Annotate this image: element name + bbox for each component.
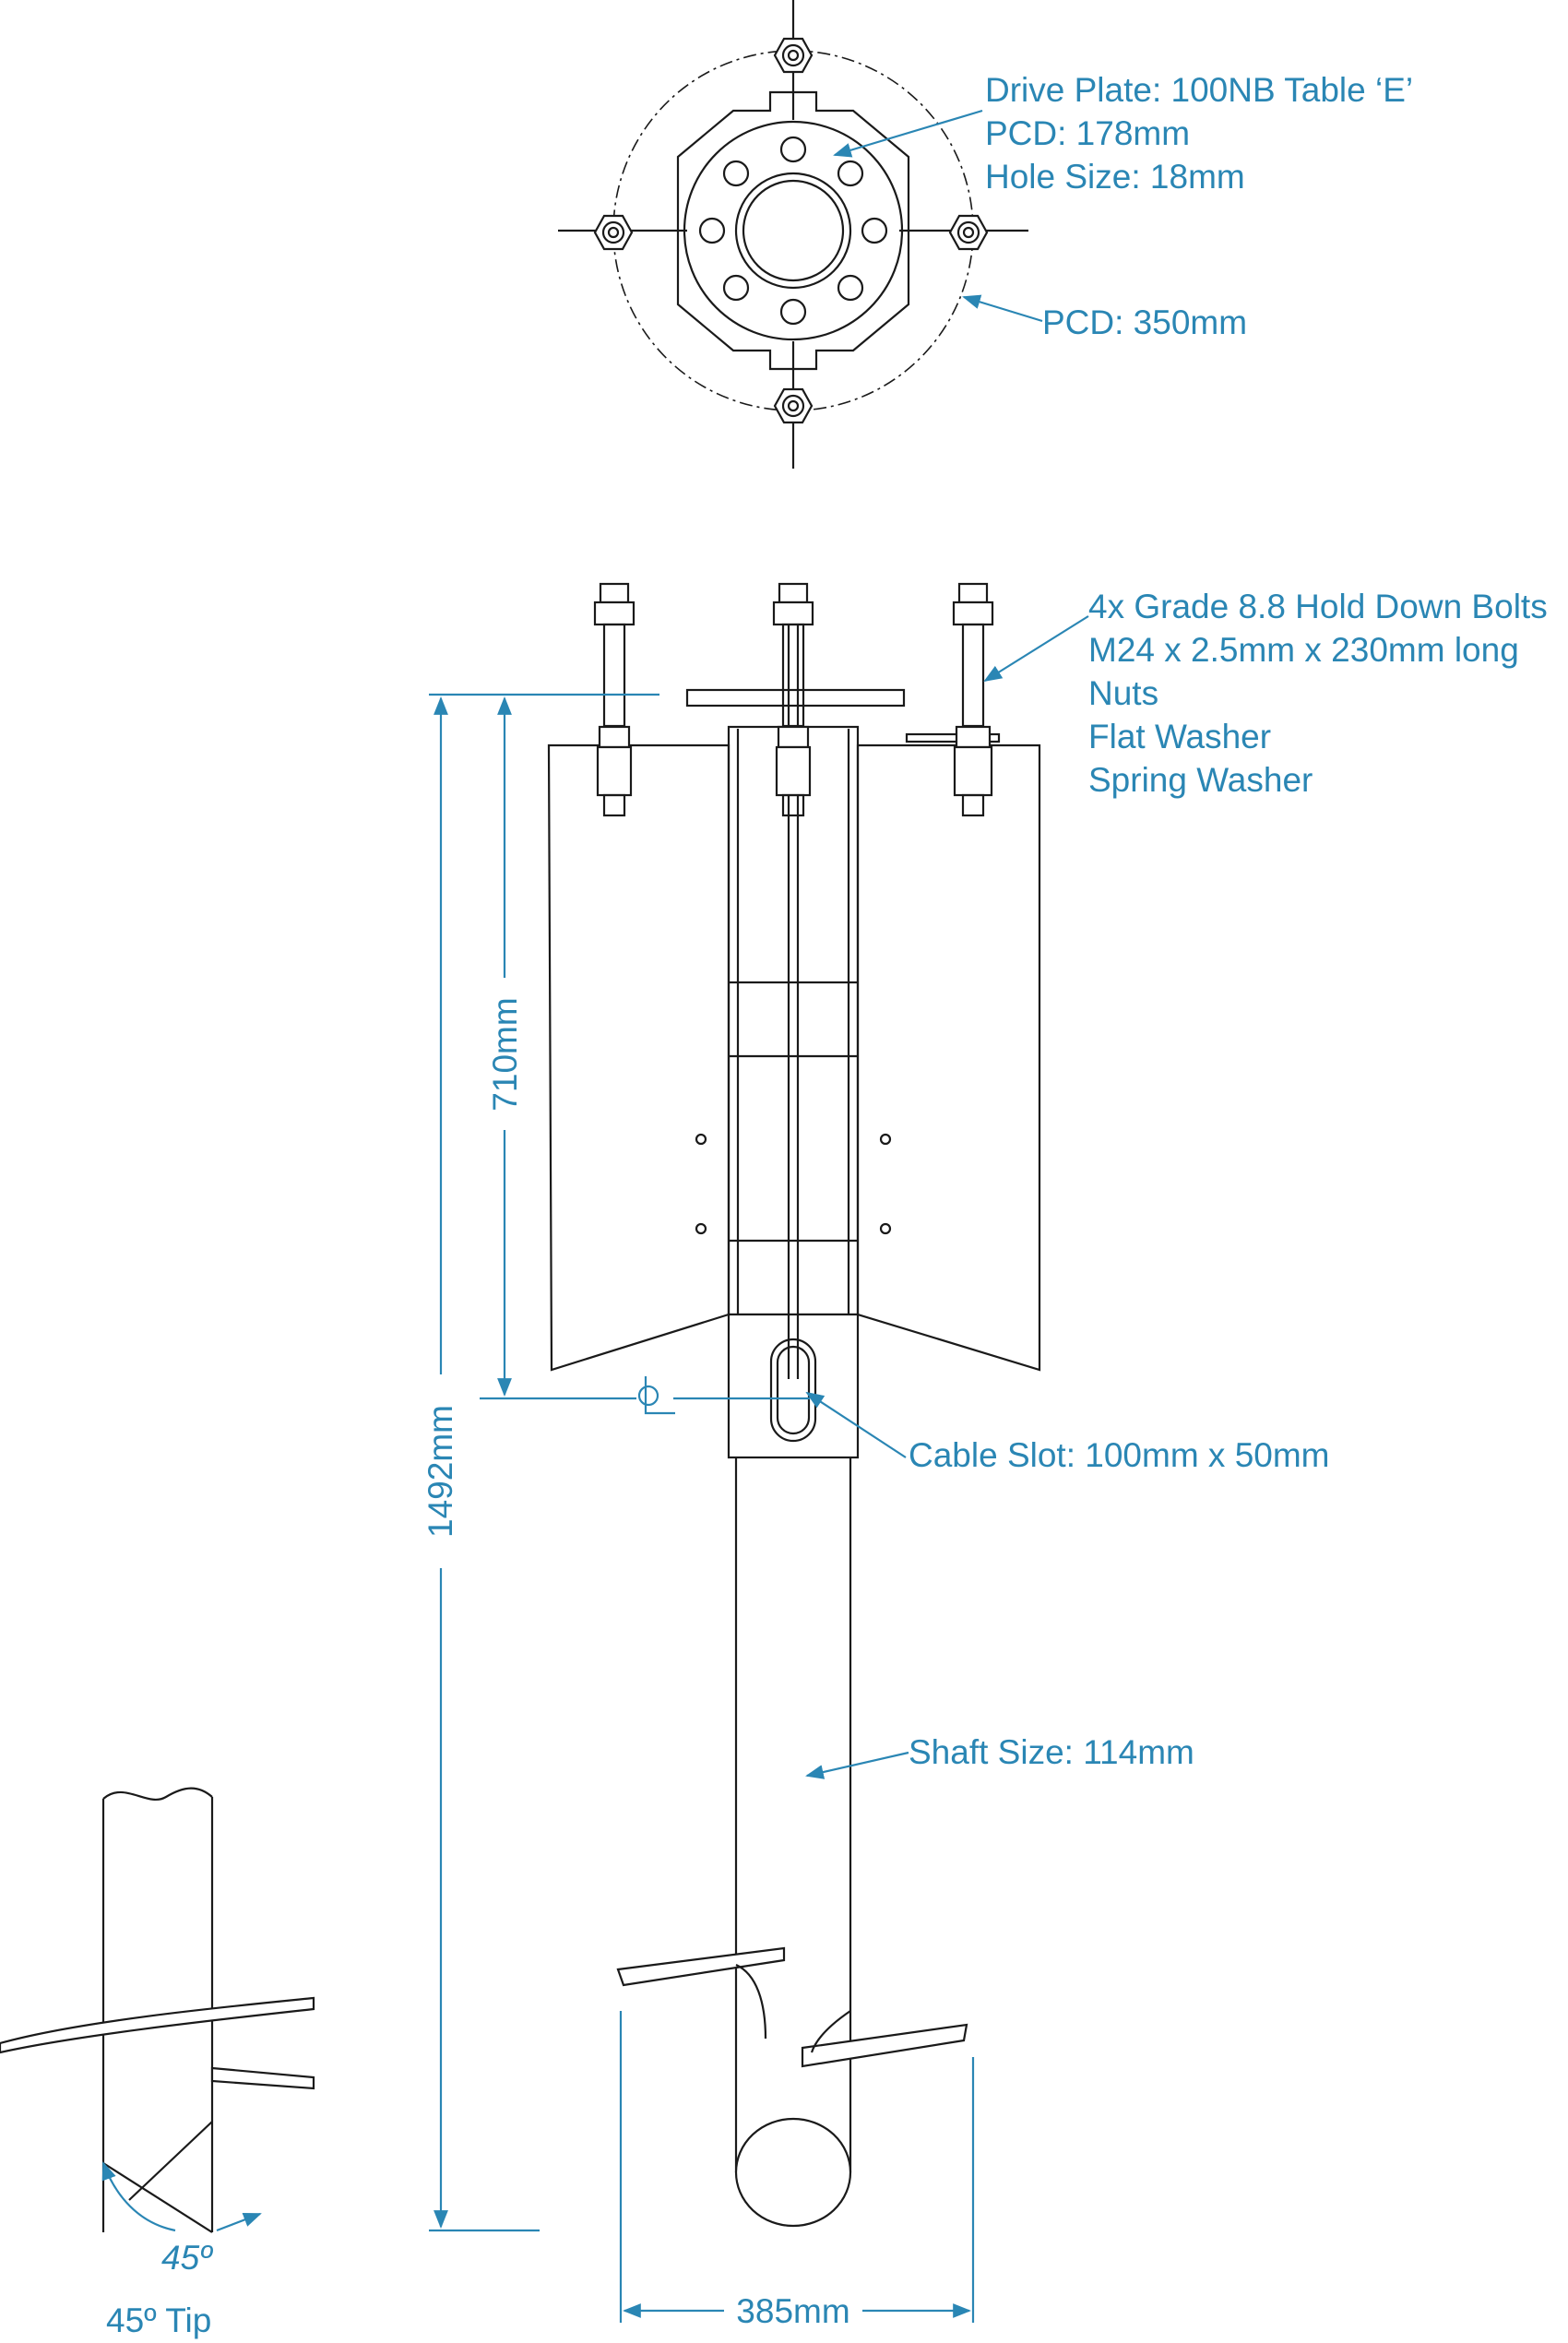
leader-bolts bbox=[983, 615, 1089, 683]
helix-lower bbox=[801, 2023, 968, 2068]
label-bolts-line3: Nuts bbox=[1088, 674, 1158, 712]
elevation-view bbox=[547, 582, 1041, 2228]
tip-angle-arc bbox=[101, 2161, 176, 2232]
hold-down-bolt-center bbox=[772, 582, 814, 817]
helix-upper bbox=[616, 1946, 786, 1987]
label-bolts-line2: M24 x 2.5mm x 230mm long bbox=[1088, 631, 1519, 669]
label-bolts-line4: Flat Washer bbox=[1088, 718, 1271, 755]
tip-bevel bbox=[102, 2162, 213, 2233]
cable-collar bbox=[727, 1313, 860, 1459]
drive-plate-elev bbox=[685, 688, 906, 708]
label-bolts-line5: Spring Washer bbox=[1088, 761, 1313, 799]
bolt-holes bbox=[698, 136, 888, 326]
dimensions bbox=[429, 615, 1089, 2323]
pipe-inner bbox=[742, 179, 845, 282]
flange-ring bbox=[683, 120, 904, 341]
label-drive-plate-line1: Drive Plate: 100NB Table ‘E’ bbox=[985, 71, 1413, 109]
hold-down-bolt-left bbox=[593, 582, 636, 817]
plan-view bbox=[558, 0, 1043, 469]
label-drive-plate-line2: PCD: 178mm bbox=[985, 114, 1190, 152]
label-drive-plate-line3: Hole Size: 18mm bbox=[985, 158, 1245, 196]
label-cable-slot: Cable Slot: 100mm x 50mm bbox=[909, 1436, 1330, 1474]
drive-plate-outline bbox=[676, 90, 910, 371]
label-outer-pcd: PCD: 350mm bbox=[1042, 303, 1247, 341]
leader-drive-plate bbox=[833, 109, 983, 158]
dim-710-text: 710mm bbox=[486, 997, 524, 1111]
leader-cable-slot bbox=[805, 1391, 907, 1458]
pipe-outer bbox=[734, 172, 852, 290]
labels: Drive Plate: 100NB Table ‘E’ PCD: 178mm … bbox=[106, 71, 1548, 2339]
shaft-end bbox=[734, 2117, 852, 2228]
dim-385-text: 385mm bbox=[736, 2292, 849, 2330]
left-wing bbox=[547, 743, 731, 1372]
leader-shaft bbox=[805, 1751, 909, 1779]
label-shaft-size: Shaft Size: 114mm bbox=[909, 1733, 1194, 1771]
cable-slot bbox=[769, 1338, 817, 1443]
tip-angle-text: 45º bbox=[161, 2239, 213, 2277]
tip-helix bbox=[0, 1996, 315, 2054]
hold-down-nuts bbox=[593, 37, 989, 424]
tip-detail bbox=[0, 1787, 315, 2233]
right-wing bbox=[856, 743, 1041, 1372]
dim-1492-text: 1492mm bbox=[422, 1405, 459, 1538]
tip-title: 45º Tip bbox=[106, 2301, 211, 2339]
label-bolts-line1: 4x Grade 8.8 Hold Down Bolts bbox=[1088, 588, 1548, 625]
leader-outer-pcd bbox=[962, 294, 1043, 323]
hold-down-bolt-right bbox=[905, 582, 1001, 817]
